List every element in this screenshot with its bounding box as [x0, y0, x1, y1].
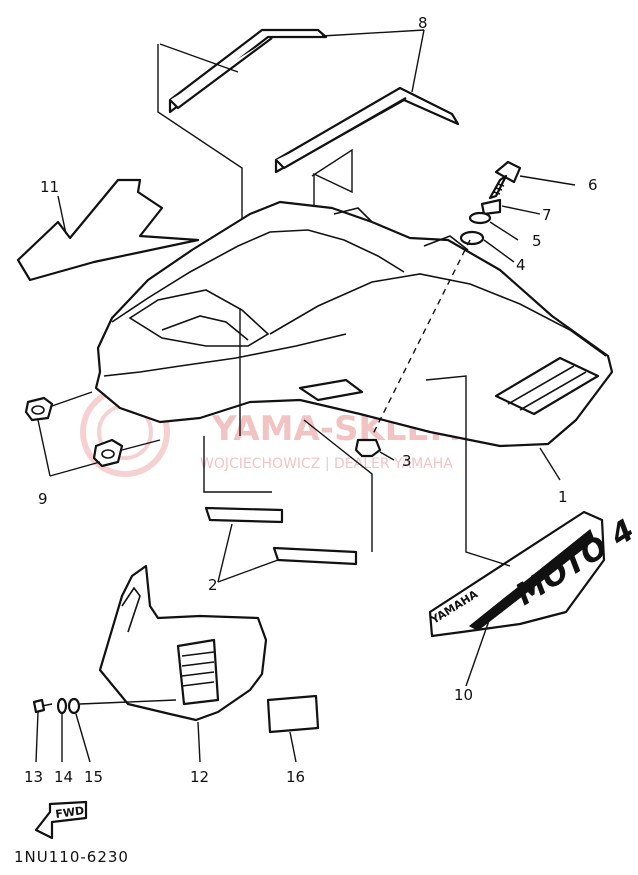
- screw-axis-line: [79, 699, 177, 705]
- callout-1: 1: [558, 488, 568, 506]
- part-3-grommet: [354, 438, 382, 458]
- callout-12: 12: [190, 768, 209, 786]
- fwd-arrow-icon: FWD: [34, 800, 88, 840]
- callout-16: 16: [286, 768, 305, 786]
- fwd-label: FWD: [55, 804, 85, 821]
- part-1-front-fender: [94, 200, 614, 448]
- callout-7: 7: [542, 206, 552, 224]
- watermark-line2: WOJCIECHOWICZ | DEALER YAMAHA: [200, 456, 453, 472]
- callout-11: 11: [40, 178, 59, 196]
- part-6-bolt: [488, 160, 522, 200]
- leader-lines: [35, 29, 576, 763]
- part-14-washer: [56, 697, 68, 715]
- part-13-screw: [32, 698, 53, 714]
- callouts: 1 2 3 4 5 6 7 8 9 10 11 12 13 14 15 16: [24, 14, 598, 786]
- part-8-trim-strips: [168, 28, 460, 174]
- part-5-washer: [468, 211, 492, 225]
- part-10-moto4-decal: YAMAHA MOTO 4: [428, 510, 638, 638]
- callout-2: 2: [208, 576, 218, 594]
- part-2-rubber-strips: [204, 506, 358, 566]
- callout-8: 8: [418, 14, 428, 32]
- callout-10: 10: [454, 686, 473, 704]
- part-7-washer: [480, 198, 502, 216]
- callout-4: 4: [516, 256, 526, 274]
- part-9-rubber-bumpers: [24, 391, 161, 468]
- callout-13: 13: [24, 768, 43, 786]
- part-16-label: [266, 694, 320, 734]
- part-15-nut: [67, 697, 81, 715]
- callout-14: 14: [54, 768, 73, 786]
- callout-9: 9: [38, 490, 48, 508]
- part-11-decal: [16, 178, 200, 282]
- callout-15: 15: [84, 768, 103, 786]
- assembly-lines-middle: [203, 308, 511, 567]
- part-4-washer: [459, 230, 485, 246]
- callout-5: 5: [532, 232, 542, 250]
- bolt-axis-line: [371, 239, 471, 437]
- part-12-side-cover: [98, 564, 268, 722]
- diagram-code: 1NU110-6230: [14, 848, 129, 866]
- callout-3: 3: [402, 452, 412, 470]
- callout-6: 6: [588, 176, 598, 194]
